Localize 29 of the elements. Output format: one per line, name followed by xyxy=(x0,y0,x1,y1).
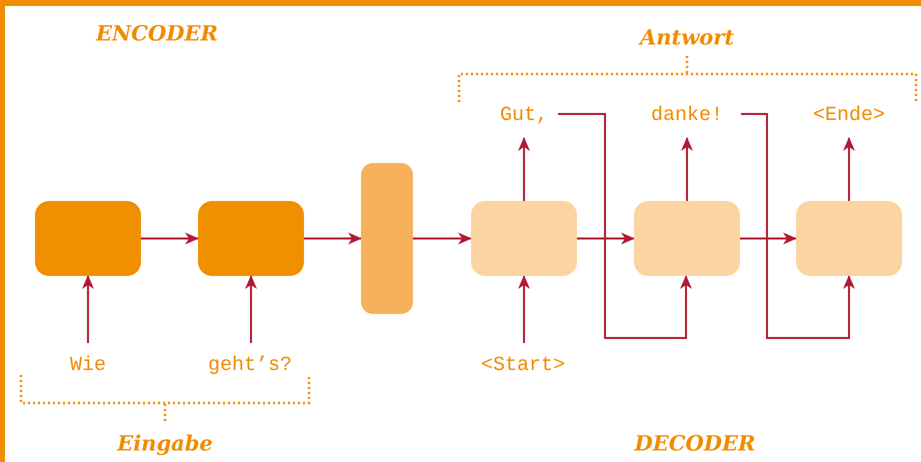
arrow xyxy=(518,275,530,343)
arrow xyxy=(413,232,472,244)
arrow xyxy=(843,137,855,201)
input-token: geht’s? xyxy=(195,343,305,389)
arrow xyxy=(681,137,693,201)
arrow xyxy=(245,275,257,343)
arrow xyxy=(577,232,635,244)
input-token: <Start> xyxy=(463,343,583,389)
context-vector-bar xyxy=(361,163,413,314)
output-token: Gut, xyxy=(490,94,558,138)
encoder-heading: ENCODER xyxy=(96,19,218,48)
bracket-label: Antwort xyxy=(640,23,734,52)
bracket-label: Eingabe xyxy=(117,429,213,458)
encoder-cell xyxy=(35,201,141,276)
arrow xyxy=(518,137,530,201)
output-token: danke! xyxy=(633,94,741,138)
arrow xyxy=(304,232,362,244)
arrow xyxy=(741,113,855,339)
encoder-cell xyxy=(198,201,304,276)
input-token: Wie xyxy=(58,343,118,389)
decoder-cell xyxy=(634,201,740,276)
decoder-cell xyxy=(796,201,902,276)
arrow xyxy=(82,275,94,343)
decoder-heading: DECODER xyxy=(634,429,756,458)
arrow xyxy=(141,232,199,244)
decoder-cell xyxy=(471,201,577,276)
arrow xyxy=(558,113,692,339)
arrow xyxy=(740,232,797,244)
output-token: <Ende> xyxy=(797,94,901,138)
